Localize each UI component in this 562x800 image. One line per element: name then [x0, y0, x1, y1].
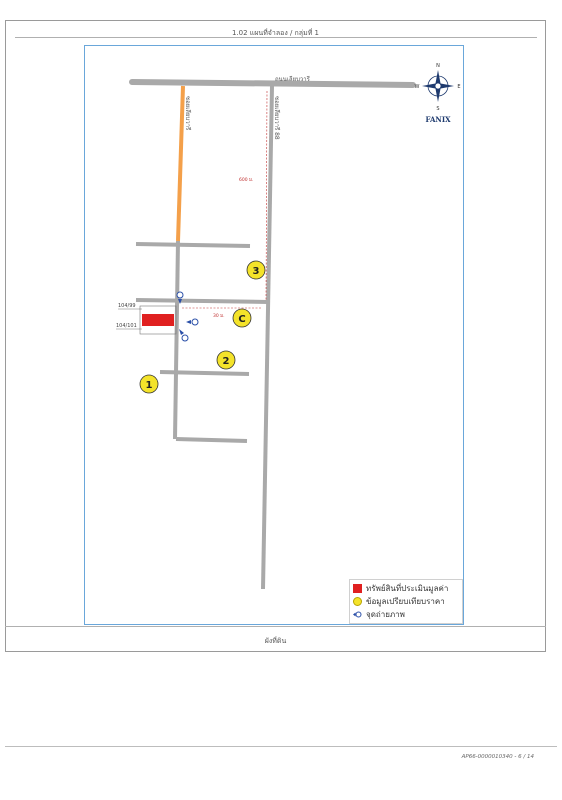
camera-icon [179, 329, 189, 342]
comparable-marker-2 [216, 350, 236, 370]
legend-item-comparable: ข้อมูลเปรียบเทียบราคา [353, 595, 459, 608]
branch-road-1 [135, 242, 251, 248]
compass-west: W [415, 84, 420, 90]
branch-road-2 [135, 298, 269, 304]
yellow-circle-icon [353, 597, 362, 606]
comparable-marker-2-label: 2 [223, 356, 230, 367]
side-road-orange [176, 85, 185, 242]
footer-caption: ผังที่ดิน [264, 637, 287, 645]
main-road [129, 79, 416, 88]
page-header-title: 1.02 แผนที่จำลอง / กลุ่มที่ 1 [231, 29, 319, 37]
legend-label: ทรัพย์สินที่ประเมินมูลค่า [366, 584, 449, 593]
footer-divider [5, 626, 546, 627]
map-legend: ทรัพย์สินที่ประเมินมูลค่า ข้อมูลเปรียบเท… [349, 579, 463, 624]
map-canvas: ถนนเลียบวารี ซอยเลียบวารี ซอยเลียบวารี 8… [116, 63, 461, 590]
camera-icon [176, 291, 184, 304]
comparable-marker-3 [246, 260, 266, 280]
plot-label-2: 104/101 [116, 323, 137, 329]
distance-vertical-label: 600 ม. [239, 177, 253, 183]
compass-east: E [457, 84, 460, 90]
compass-brand: FANIX [425, 115, 451, 124]
compass-south: S [436, 106, 439, 112]
side-road-right [261, 85, 274, 590]
page-bottom-divider [5, 746, 557, 747]
branch-road-4 [175, 437, 248, 443]
comparable-marker-1-label: 1 [146, 380, 153, 391]
branch-road-3 [159, 370, 250, 376]
red-square-icon [353, 584, 362, 593]
legend-item-photo-point: จุดถ่ายภาพ [353, 608, 459, 621]
compass-north: N [436, 63, 440, 69]
side-road-left [173, 240, 180, 440]
subject-marker-label: C [238, 314, 245, 325]
legend-item-subject: ทรัพย์สินที่ประเมินมูลค่า [353, 582, 459, 595]
distance-horizontal-label: 30 ม. [213, 313, 225, 319]
plot-label-1: 104/99 [118, 303, 136, 309]
legend-label: ข้อมูลเปรียบเทียบราคา [366, 597, 445, 606]
subject-marker [232, 308, 252, 328]
header-divider [15, 37, 537, 38]
map-frame: ถนนเลียบวารี ซอยเลียบวารี ซอยเลียบวารี 8… [84, 45, 464, 625]
comparable-marker-3-label: 3 [253, 266, 260, 277]
side-road-label-1: ซอยเลียบวารี [184, 96, 192, 131]
legend-label: จุดถ่ายภาพ [366, 610, 405, 619]
camera-arrow-icon [353, 611, 362, 618]
page-frame [5, 20, 546, 652]
main-road-label: ถนนเลียบวารี [275, 75, 311, 83]
plot-outline [139, 305, 177, 335]
side-road-label-2: ซอยเลียบวารี 88 [273, 96, 281, 140]
document-code: AP66-0000010340 - 6 / 14 [461, 754, 534, 760]
subject-property [142, 314, 174, 326]
camera-icon [186, 318, 199, 326]
comparable-marker-1 [139, 374, 159, 394]
distance-vertical-line [265, 90, 268, 302]
compass-rose-icon [422, 70, 454, 102]
